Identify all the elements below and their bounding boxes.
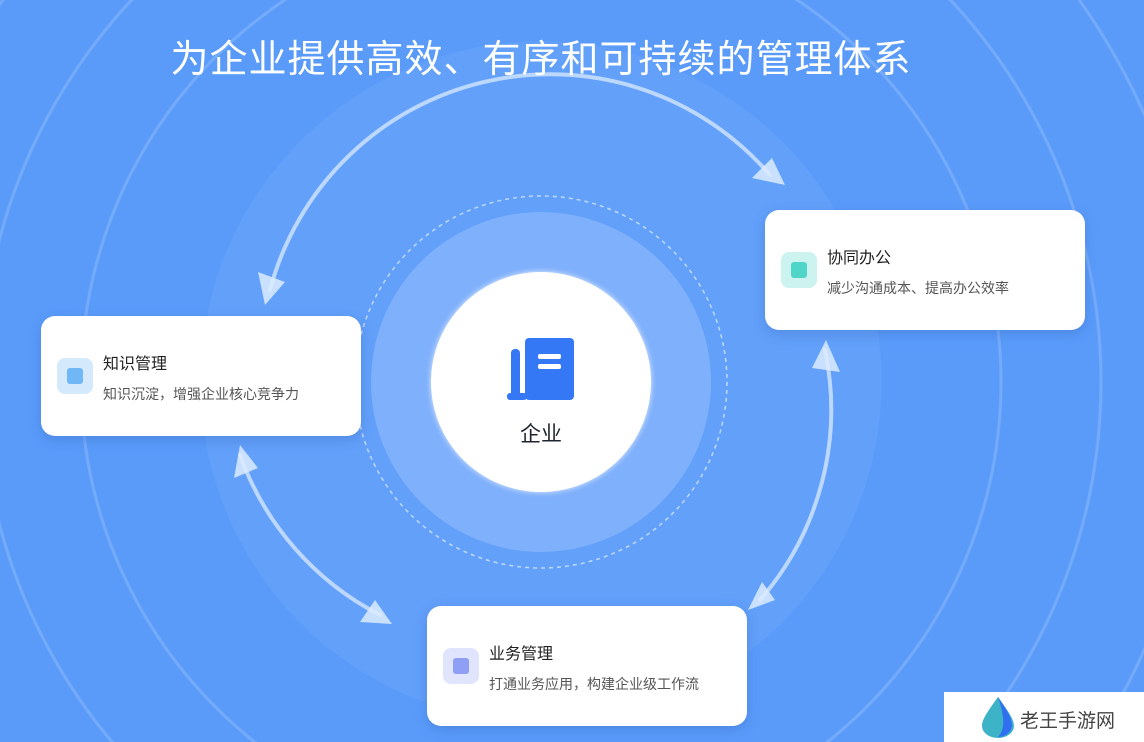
water-drop-logo-icon	[982, 697, 1014, 738]
enterprise-hub: 企业	[431, 272, 651, 492]
arrow-arc-right	[758, 348, 834, 602]
watermark: 老王手游网	[944, 692, 1144, 742]
card-title: 知识管理	[103, 354, 168, 373]
arrowhead	[812, 340, 840, 372]
bookmark-icon	[57, 358, 93, 394]
card-desc: 打通业务应用，构建企业级工作流	[489, 677, 699, 693]
card-title: 业务管理	[489, 644, 554, 663]
watermark-text: 老王手游网	[1020, 710, 1116, 732]
arrowhead	[234, 445, 258, 478]
arrow-arc-top	[268, 72, 772, 292]
card-desc: 知识沉淀，增强企业核心竞争力	[103, 387, 299, 403]
card-desc: 减少沟通成本、提高办公效率	[827, 281, 1009, 297]
arrowhead	[360, 600, 392, 624]
arrowhead	[258, 272, 285, 305]
arrowhead	[748, 582, 775, 610]
page-title: 为企业提供高效、有序和可持续的管理体系	[170, 37, 912, 81]
book-icon	[507, 338, 574, 400]
arrow-arc-left	[238, 453, 382, 617]
card-business-management[interactable]: 业务管理 打通业务应用，构建企业级工作流	[427, 606, 747, 726]
card-collaborative-office[interactable]: 协同办公 减少沟通成本、提高办公效率	[765, 210, 1085, 330]
chat-icon	[781, 252, 817, 288]
card-title: 协同办公	[827, 248, 892, 267]
card-knowledge-management[interactable]: 知识管理 知识沉淀，增强企业核心竞争力	[41, 316, 361, 436]
center-label: 企业	[520, 422, 562, 446]
document-icon	[443, 648, 479, 684]
arrowhead	[752, 158, 785, 185]
